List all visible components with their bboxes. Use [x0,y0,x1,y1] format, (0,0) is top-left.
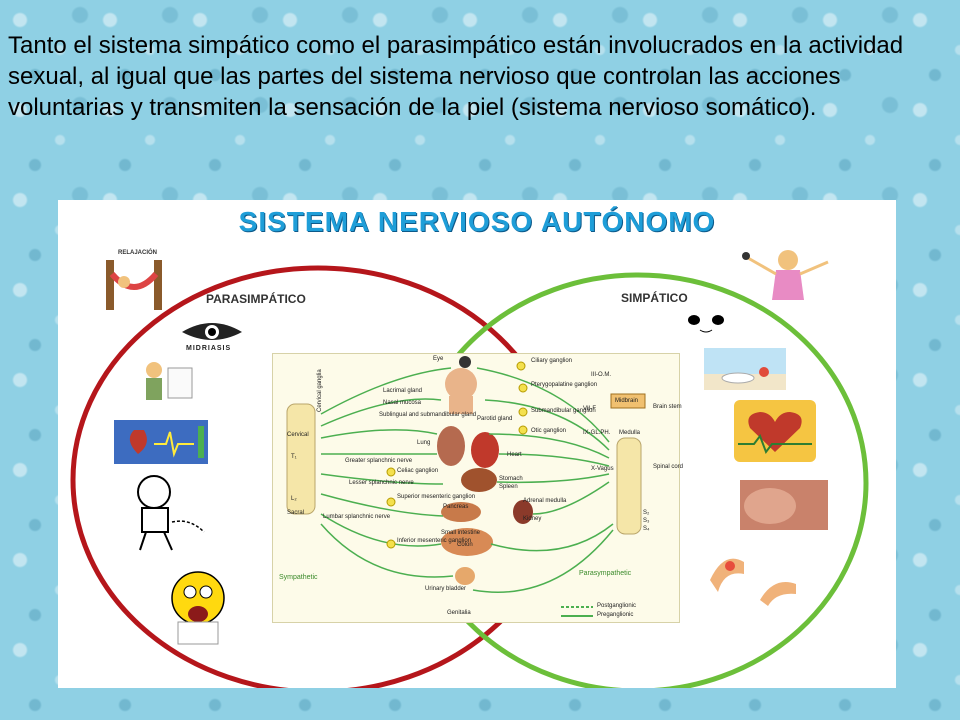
cartoon-boy-image [137,475,205,551]
label-medulla: Medulla [619,430,641,436]
label-sublingual: Sublingual and submandibular gland [379,412,477,418]
label-s4: S₄ [643,526,650,532]
parasympathetic-label: PARASIMPÁTICO [206,292,306,306]
label-cervical: Cervical [287,432,309,438]
label-eye: Eye [433,356,444,362]
label-urinary: Urinary bladder [425,586,467,592]
label-nasal: Nasal mucosa [383,400,422,406]
legend-preganglionic: Preganglionic [597,612,634,618]
label-parotid: Parotid gland [477,416,513,422]
relax-label: RELAJACIÓN [118,250,158,256]
man-reading-image [146,362,193,400]
label-kidney: Kidney [523,516,542,522]
autonomic-nervous-system-figure: SISTEMA NERVIOSO AUTÓNOMO PARASIMPÁTICO … [58,200,896,688]
label-sympathetic: Sympathetic [279,574,318,581]
label-parasympathetic: Parasympathetic [579,570,632,577]
label-submandibular: Submandibular ganglion [531,408,596,414]
label-lumbar-splanchnic: Lumbar splanchnic nerve [323,514,391,520]
eye-midriasis-image [182,323,242,340]
label-adrenal: Adrenal medulla [523,498,567,504]
figure-title: SISTEMA NERVIOSO AUTÓNOMO [238,206,716,237]
label-genitalia: Genitalia [447,610,471,616]
label-iii-om: III-O.M. [591,372,611,378]
homer-image [171,571,225,645]
label-cervical-ganglia: Cervical ganglia [317,369,323,412]
label-stomach: Stomach [499,476,523,482]
label-x-vagus: X-Vagus [591,466,614,472]
label-greater-splanchnic: Greater splanchnic nerve [345,458,413,464]
label-colon: Colon [457,542,473,548]
label-spleen: Spleen [499,484,518,490]
anatomical-diagram: Cervical T₁ L₂ Sacral Sympathetic Cervic… [272,353,684,623]
cat-eyes-image [688,315,724,333]
label-inferior-mesenteric: Inferior mesenteric ganglion [397,538,472,544]
busy-woman-image [742,250,829,300]
label-lacrimal: Lacrimal gland [383,388,423,394]
label-midbrain: Midbrain [615,398,639,404]
intro-paragraph: Tanto el sistema simpático como el paras… [8,32,904,121]
label-ciliary: Ciliary ganglion [531,358,573,364]
label-heart: Heart [507,452,522,458]
label-celiac: Celiac ganglion [397,468,439,474]
label-pterygopalatine: Pterygopalatine ganglion [531,382,598,388]
label-lung: Lung [417,440,431,446]
label-t1: T₁ [291,454,297,460]
label-superior-mesenteric: Superior mesenteric ganglion [397,494,476,500]
label-sacral: Sacral [287,510,305,516]
label-ix-gl-ph: IX-GL.PH. [583,430,611,436]
skin-closeup-image [740,480,828,530]
label-brain-stem: Brain stem [653,404,682,410]
label-s3: S₃ [643,518,650,524]
midriasis-label: MIDRIASIS [186,345,232,352]
label-otic: Otic ganglion [531,428,567,434]
heart-stethoscope-image [734,400,816,462]
label-lesser-splanchnic: Lesser splanchnic nerve [349,480,414,486]
label-pancreas: Pancreas [443,504,469,510]
label-vii-f: VII-F [583,406,596,412]
sympathetic-label: SIMPÁTICO [621,291,688,305]
legend-postganglionic: Postganglionic [597,603,637,609]
diagram-drawing [286,356,646,617]
label-l2: L₂ [291,496,297,502]
label-small-intestine: Small intestine [441,530,481,536]
label-spinal-cord: Spinal cord [653,464,684,470]
hammock-relax-image [106,260,162,310]
label-s2: S₂ [643,510,650,516]
beach-meal-image [704,348,786,390]
muscle-arms-image [710,558,796,606]
heart-monitor-image [114,420,208,464]
